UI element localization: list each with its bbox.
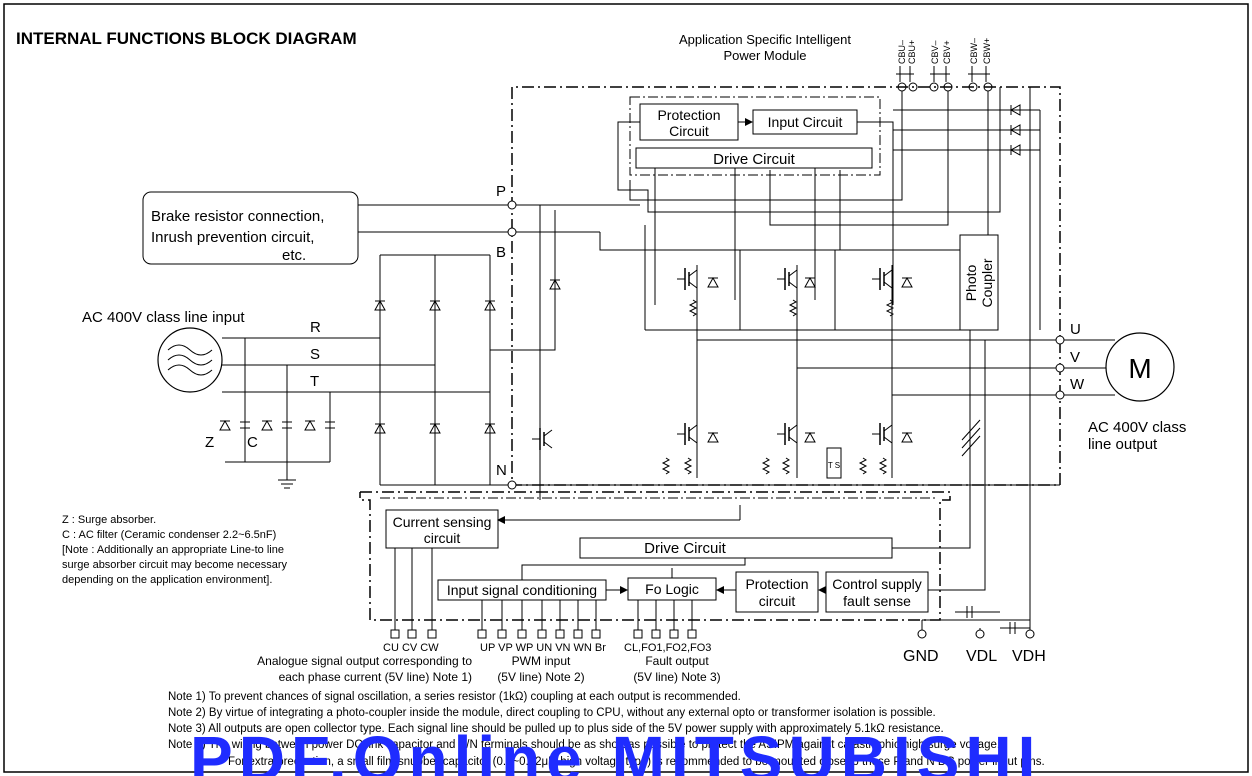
terminal-n	[507, 480, 517, 490]
legend-note-3: depending on the application environment…	[62, 574, 272, 586]
current-sensing-label-1: Current sensing	[393, 514, 492, 530]
ac-input-label: AC 400V class line input	[82, 309, 245, 326]
terminal-v	[1055, 363, 1065, 373]
fault-pins-label: CL,FO1,FO2,FO3	[624, 642, 711, 654]
brake-label-3: etc.	[282, 247, 306, 264]
input-signal-label: Input signal conditioning	[447, 582, 597, 598]
rectifier-diodes	[374, 279, 561, 434]
pin-cbv-minus: CBV–	[930, 40, 940, 64]
label-v: V	[1070, 349, 1080, 366]
driver-ic-boundary	[629, 96, 881, 176]
label-s: S	[310, 346, 320, 363]
drive-circuit-top-block	[635, 147, 873, 169]
diagram-title: INTERNAL FUNCTIONS BLOCK DIAGRAM	[16, 29, 357, 48]
module-name-line2: Power Module	[723, 48, 806, 63]
motor-label: M	[1128, 353, 1151, 384]
fault-caption-1: Fault output	[645, 654, 709, 668]
coupler-label: Coupler	[979, 258, 995, 307]
inverter-igbts	[662, 267, 913, 475]
pin-cbw-minus: CBW–	[969, 38, 979, 64]
brake-igbt	[531, 427, 553, 451]
control-supply-label-1: Control supply	[832, 576, 922, 592]
legend-z: Z : Surge absorber.	[62, 514, 156, 526]
note-2: Note 2) By virtue of integrating a photo…	[168, 707, 936, 719]
ac-output-label-2: line output	[1088, 436, 1158, 453]
terminal-p	[507, 200, 517, 210]
label-u: U	[1070, 321, 1081, 338]
drive-circuit-bottom-block	[579, 537, 893, 559]
brake-label-1: Brake resistor connection,	[151, 208, 324, 225]
gnd-label: GND	[903, 648, 939, 665]
current-sensing-block	[385, 509, 499, 549]
pwm-caption-2: (5V line) Note 2)	[497, 670, 584, 684]
photo-coupler-block	[959, 234, 999, 331]
protection-bottom-label-1: Protection	[745, 576, 808, 592]
pin-cbu-plus: CBU+	[907, 40, 917, 64]
motor-symbol	[1105, 332, 1175, 402]
analogue-caption-2: each phase current (5V line) Note 1)	[279, 670, 472, 684]
protection-circuit-bottom-block	[735, 571, 819, 613]
legend-c: C : AC filter (Ceramic condenser 2.2~6.5…	[62, 529, 276, 541]
label-p: P	[496, 183, 506, 200]
ts-label: T S	[828, 461, 840, 470]
label-n: N	[496, 462, 507, 479]
input-circuit-block	[752, 109, 858, 135]
terminal-u	[1055, 335, 1065, 345]
surge-absorbers	[219, 420, 335, 431]
protection-circuit-label-1: Protection	[657, 107, 720, 123]
pin-cbu-minus: CBU–	[897, 40, 907, 64]
photo-label: Photo	[963, 264, 979, 301]
note-1: Note 1) To prevent chances of signal osc…	[168, 691, 741, 703]
protection-bottom-label-2: circuit	[759, 593, 796, 609]
analogue-caption-1: Analogue signal output corresponding to	[257, 654, 472, 668]
legend-note-2: surge absorber circuit may become necess…	[62, 559, 287, 571]
pwm-pins-label: UP VP WP UN VN WN Br	[480, 642, 606, 654]
pin-cbv-plus: CBV+	[942, 40, 952, 64]
label-w: W	[1070, 376, 1085, 393]
label-c: C	[247, 434, 258, 451]
fo-logic-label: Fo Logic	[645, 581, 699, 597]
module-name-line1: Application Specific Intelligent	[679, 32, 851, 47]
temperature-sensor	[826, 447, 842, 479]
vdl-label: VDL	[966, 648, 997, 665]
outer-border	[3, 3, 1249, 773]
control-supply-block	[825, 571, 929, 613]
note-4-continuation: For extra precaution, a small film snubb…	[228, 756, 1045, 768]
top-pins: CBU– CBU+ CBV– CBV+ CBW– CBW+	[897, 38, 992, 64]
fault-caption-2: (5V line) Note 3)	[633, 670, 720, 684]
bottom-pins	[390, 629, 1035, 639]
drive-circuit-top-label: Drive Circuit	[713, 151, 796, 168]
note-3: Note 3) All outputs are open collector t…	[168, 723, 944, 735]
brake-label-2: Inrush prevention circuit,	[151, 229, 314, 246]
current-sensing-label-2: circuit	[424, 530, 461, 546]
label-z: Z	[205, 434, 214, 451]
control-supply-label-2: fault sense	[843, 593, 911, 609]
ac-wave-icon	[167, 344, 213, 376]
legend-note-1: [Note : Additionally an appropriate Line…	[62, 544, 284, 556]
label-r: R	[310, 319, 321, 336]
terminal-b	[507, 227, 517, 237]
drive-circuit-bottom-label: Drive Circuit	[644, 540, 727, 557]
brake-resistor-box	[142, 191, 359, 265]
label-b: B	[496, 244, 506, 261]
cu-cv-cw-label: CU CV CW	[383, 642, 439, 654]
label-t: T	[310, 373, 319, 390]
vdh-label: VDH	[1012, 648, 1046, 665]
pin-cbw-plus: CBW+	[982, 38, 992, 64]
watermark: PDF.Online MITSUBISHI	[0, 728, 1252, 776]
terminal-w	[1055, 390, 1065, 400]
protection-circuit-label-2: Circuit	[669, 123, 709, 139]
note-4: Note 4) The wiring between power DC link…	[168, 739, 1000, 751]
watermark-text: PDF.Online MITSUBISHI	[190, 728, 1042, 776]
pwm-caption-1: PWM input	[512, 654, 571, 668]
input-circuit-label: Input Circuit	[768, 114, 843, 130]
ac-output-label-1: AC 400V class	[1088, 419, 1186, 436]
